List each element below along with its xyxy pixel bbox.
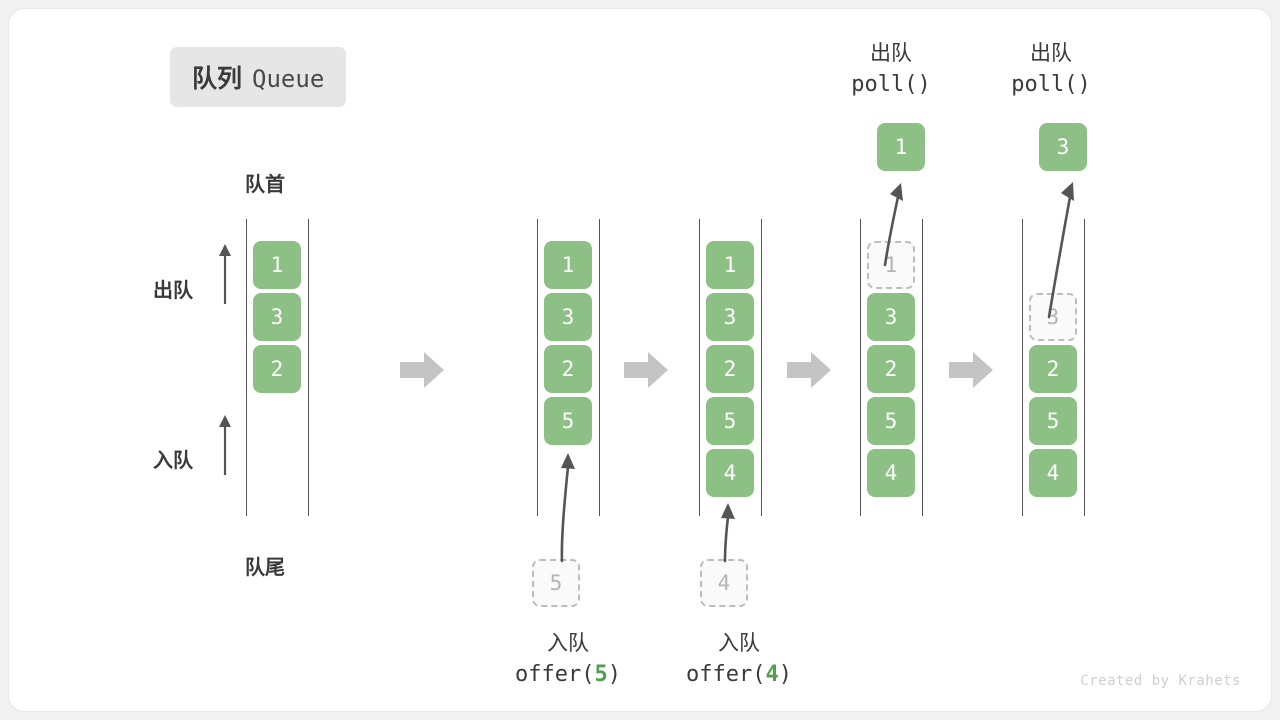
poll2-operation-label: 出队 poll() xyxy=(971,39,1131,101)
col3-incoming-ghost-cell: 4 xyxy=(700,559,748,607)
step-separator-arrow-icon xyxy=(949,350,993,390)
col1-rail-left xyxy=(246,219,247,516)
poll1-operation-label: 出队 poll() xyxy=(811,39,971,101)
offer4-code: offer(4) xyxy=(686,662,792,688)
col5-popped-cell: 3 xyxy=(1039,123,1087,171)
col1-rail-right xyxy=(308,219,309,516)
step-separator-arrow-icon xyxy=(787,350,831,390)
queue-cell: 3 xyxy=(706,293,754,341)
queue-cell: 2 xyxy=(1029,345,1077,393)
col4-poll-arrow-icon xyxy=(867,169,917,267)
dequeue-side-label: 出队 xyxy=(153,280,193,302)
popped-value: 3 xyxy=(1039,123,1087,171)
col3-cells: 1 3 2 5 4 xyxy=(680,241,780,497)
queue-cell: 3 xyxy=(253,293,301,341)
offer5-cn: 入队 xyxy=(547,632,589,655)
queue-cell: 2 xyxy=(867,345,915,393)
poll2-cn: 出队 xyxy=(1030,42,1072,65)
queue-cell: 2 xyxy=(544,345,592,393)
col2-rail-right xyxy=(599,219,600,516)
title-cn: 队列 xyxy=(192,65,243,93)
queue-cell: 4 xyxy=(867,449,915,497)
queue-cell: 2 xyxy=(706,345,754,393)
queue-cell: 1 xyxy=(253,241,301,289)
queue-tail-label: 队尾 xyxy=(245,557,285,579)
offer5-code: offer(5) xyxy=(515,662,621,688)
popped-value: 1 xyxy=(877,123,925,171)
col1-cells: 1 3 2 xyxy=(227,241,327,393)
queue-cell: 3 xyxy=(544,293,592,341)
queue-head-label: 队首 xyxy=(245,174,285,196)
queue-cell: 5 xyxy=(867,397,915,445)
col2-enqueue-arrow-icon xyxy=(539,439,599,564)
queue-cell: 1 xyxy=(544,241,592,289)
offer5-operation-label: 入队 offer(5) xyxy=(468,629,668,691)
col5-poll-arrow-icon xyxy=(1027,169,1087,319)
col5-rail-left xyxy=(1022,219,1023,516)
offer4-operation-label: 入队 offer(4) xyxy=(639,629,839,691)
col5-rail-right xyxy=(1084,219,1085,516)
col4-rail-left xyxy=(860,219,861,516)
col2-rail-left xyxy=(537,219,538,516)
incoming-value: 5 xyxy=(532,559,580,607)
offer4-cn: 入队 xyxy=(718,632,760,655)
col4-popped-cell: 1 xyxy=(877,123,925,171)
queue-cell: 4 xyxy=(1029,449,1077,497)
queue-cell-ghost: 1 xyxy=(867,241,915,289)
diagram-card: 队列 Queue 队首 队尾 出队 入队 1 3 2 1 3 xyxy=(8,8,1272,712)
incoming-value: 4 xyxy=(700,559,748,607)
poll1-code: poll() xyxy=(851,72,931,98)
col3-rail-left xyxy=(699,219,700,516)
col2-cells: 1 3 2 5 xyxy=(518,241,618,445)
title-badge: 队列 Queue xyxy=(170,47,347,107)
queue-cell: 5 xyxy=(706,397,754,445)
title-en: Queue xyxy=(252,65,325,93)
enqueue-direction-arrow-icon xyxy=(217,413,233,475)
col3-enqueue-arrow-icon xyxy=(709,491,749,563)
queue-cell: 5 xyxy=(544,397,592,445)
queue-cell: 3 xyxy=(867,293,915,341)
step-separator-arrow-icon xyxy=(624,350,668,390)
col4-rail-right xyxy=(922,219,923,516)
queue-cell: 2 xyxy=(253,345,301,393)
col2-incoming-ghost-cell: 5 xyxy=(532,559,580,607)
poll2-code: poll() xyxy=(1011,72,1091,98)
enqueue-side-label: 入队 xyxy=(153,450,193,472)
dequeue-direction-arrow-icon xyxy=(217,242,233,304)
step-separator-arrow-icon xyxy=(400,350,444,390)
queue-cell: 1 xyxy=(706,241,754,289)
queue-cell: 5 xyxy=(1029,397,1077,445)
col3-rail-right xyxy=(761,219,762,516)
queue-cell: 4 xyxy=(706,449,754,497)
credit-text: Created by Krahets xyxy=(1080,673,1241,689)
col4-cells: 1 3 2 5 4 xyxy=(841,241,941,497)
poll1-cn: 出队 xyxy=(870,42,912,65)
